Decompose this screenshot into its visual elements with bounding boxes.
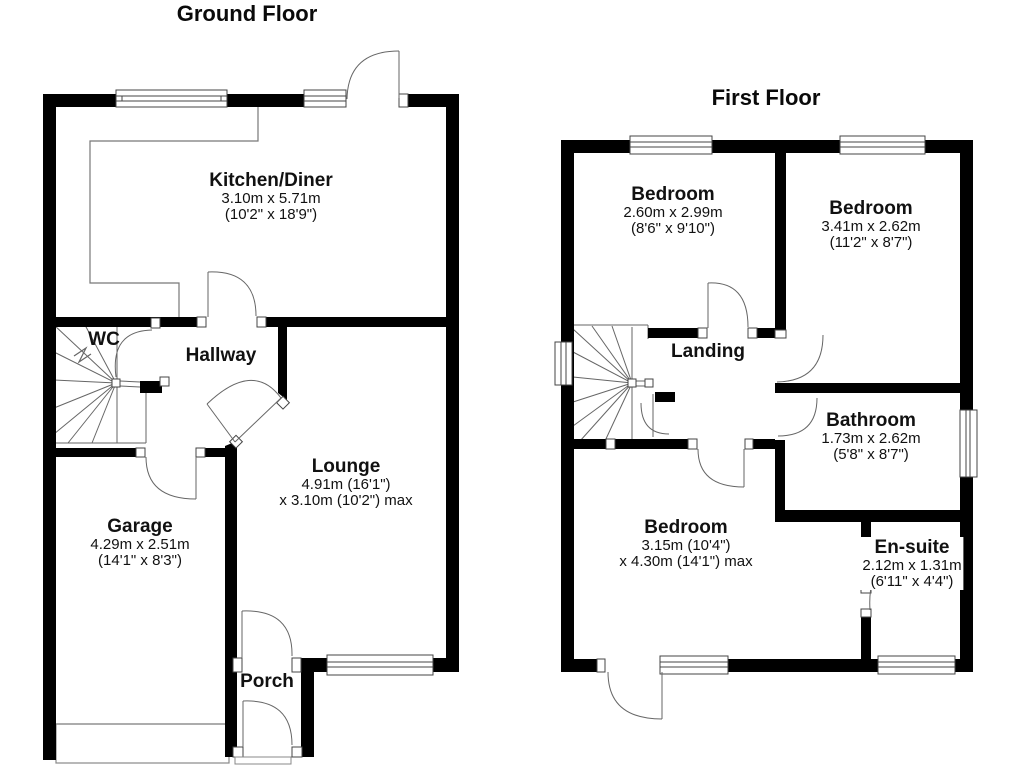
room-label-hallway: Hallway	[186, 345, 257, 366]
staircase-first	[572, 324, 670, 442]
room-name: Bathroom	[826, 410, 916, 431]
first-floor-doors	[607, 282, 928, 720]
room-name: Landing	[671, 341, 745, 362]
room-dims-metric: 3.41m x 2.62m	[821, 218, 921, 235]
ground-floor-openings	[136, 94, 399, 757]
room-label-wc: WC	[88, 329, 120, 350]
room-name: Bedroom	[631, 184, 715, 205]
room-dims-metric: 2.60m x 2.99m	[623, 204, 723, 221]
room-label-bedroom2: Bedroom 3.41m x 2.62m (11'2" x 8'7")	[821, 198, 920, 251]
ground-floor-windows	[115, 89, 434, 676]
room-name: En-suite	[874, 537, 950, 558]
first-floor-jambs	[596, 327, 872, 673]
room-name: Porch	[240, 671, 294, 692]
room-label-bedroom3: Bedroom 3.15m (10'4") x 4.30m (14'1") ma…	[619, 517, 752, 570]
room-name: Bedroom	[829, 198, 913, 219]
room-label-ensuite: En-suite 2.12m x 1.31m (6'11" x 4'4")	[860, 537, 964, 590]
room-dims-imperial: (11'2" x 8'7")	[829, 234, 913, 251]
room-dims-imperial: (10'2" x 18'9")	[224, 206, 318, 223]
room-dims-imperial: (6'11" x 4'4")	[870, 573, 954, 590]
room-label-bathroom: Bathroom 1.73m x 2.62m (5'8" x 8'7")	[821, 410, 920, 463]
room-name: WC	[88, 329, 120, 350]
room-label-lounge: Lounge 4.91m (16'1") x 3.10m (10'2") max	[279, 456, 412, 509]
room-dims-line1: 3.15m (10'4")	[641, 537, 731, 554]
room-label-porch: Porch	[240, 671, 294, 692]
room-dims-imperial: (5'8" x 8'7")	[833, 446, 909, 463]
room-label-garage: Garage 4.29m x 2.51m (14'1" x 8'3")	[90, 516, 189, 569]
room-dims-metric: 4.29m x 2.51m	[90, 536, 190, 553]
ground-floor-title: Ground Floor	[176, 1, 318, 26]
room-label-bedroom1: Bedroom 2.60m x 2.99m (8'6" x 9'10")	[623, 184, 722, 237]
room-dims-imperial: (8'6" x 9'10")	[631, 220, 715, 237]
room-name: Hallway	[185, 345, 257, 366]
kitchen-outline-lines	[89, 107, 259, 317]
room-dims-line2: x 4.30m (14'1") max	[619, 553, 753, 570]
first-floor-windows	[554, 135, 978, 675]
room-label-kitchen: Kitchen/Diner 3.10m x 5.71m (10'2" x 18'…	[209, 170, 333, 223]
room-name: Garage	[107, 516, 173, 537]
room-dims-metric: 1.73m x 2.62m	[821, 430, 921, 447]
garage-door	[55, 723, 230, 764]
ground-floor-doors	[114, 50, 400, 747]
staircase-ground	[53, 324, 147, 444]
room-name: Bedroom	[644, 517, 728, 538]
first-floor-title: First Floor	[711, 85, 821, 110]
ground-floor-plan	[43, 50, 459, 765]
room-label-landing: Landing	[671, 341, 745, 362]
room-dims-metric: 2.12m x 1.31m	[862, 557, 962, 574]
room-dims-imperial: (14'1" x 8'3")	[98, 552, 182, 569]
room-name: Kitchen/Diner	[209, 170, 333, 191]
room-dims-line2: x 3.10m (10'2") max	[279, 492, 413, 509]
room-dims-metric: 3.10m x 5.71m	[221, 190, 321, 207]
room-dims-line1: 4.91m (16'1")	[301, 476, 391, 493]
first-floor-openings	[605, 328, 871, 672]
room-name: Lounge	[311, 456, 381, 477]
